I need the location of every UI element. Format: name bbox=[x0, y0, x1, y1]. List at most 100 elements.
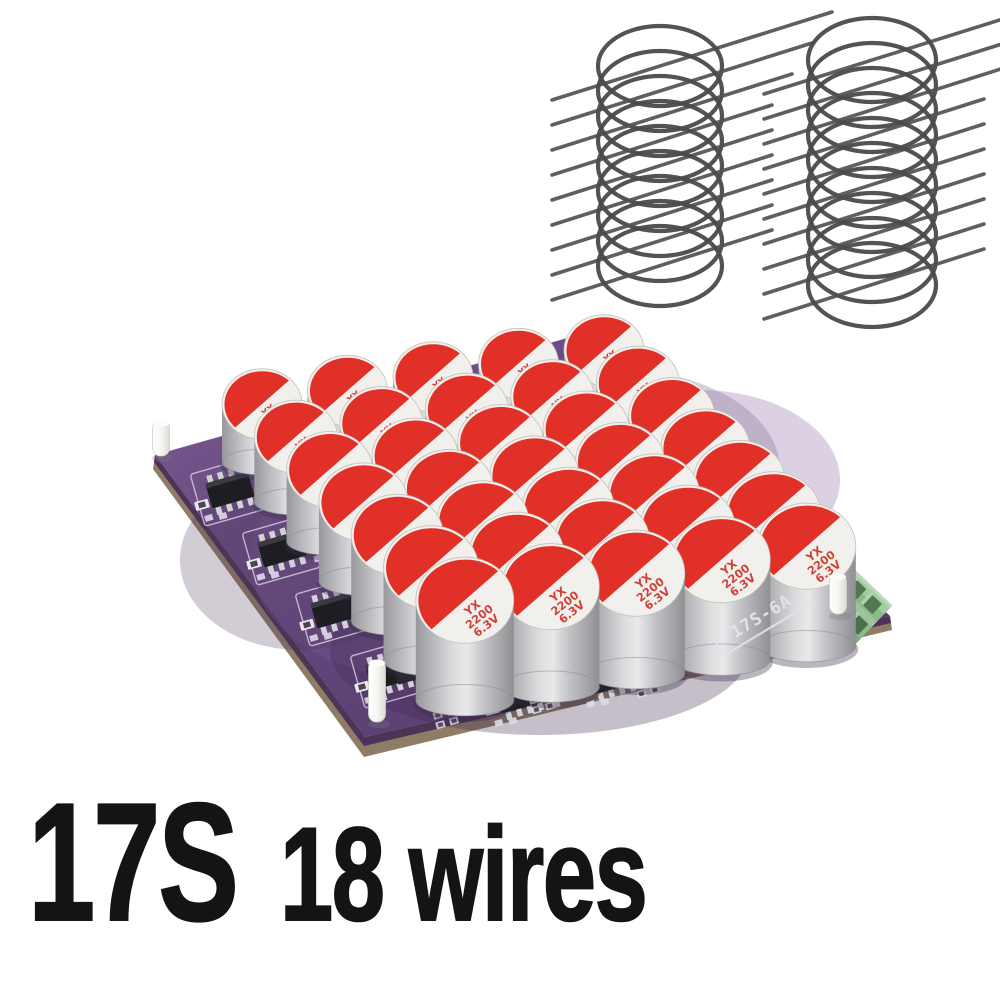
ic-pin bbox=[246, 496, 255, 506]
smd-chip bbox=[437, 722, 444, 728]
wire-loop bbox=[595, 98, 725, 184]
standoff bbox=[152, 419, 174, 462]
ic-pin bbox=[288, 558, 296, 568]
ic-pin bbox=[225, 502, 234, 512]
ic-pin bbox=[341, 619, 349, 629]
wire-bundles bbox=[550, 10, 1000, 330]
standoff-shadow bbox=[368, 720, 390, 728]
ic-pin bbox=[526, 704, 534, 714]
smd-chip bbox=[638, 691, 645, 697]
standoff-post bbox=[368, 659, 386, 723]
capacitor-stripe bbox=[256, 402, 324, 462]
wire-tail bbox=[762, 97, 986, 171]
wire-tail bbox=[550, 178, 774, 252]
wire-tail bbox=[550, 103, 774, 177]
wire-loop bbox=[595, 148, 725, 234]
capacitor-stripe bbox=[427, 375, 495, 435]
wire-loop bbox=[805, 115, 939, 205]
slot-divider bbox=[860, 591, 875, 606]
ic-highlight bbox=[310, 591, 354, 608]
capacitor-stripe bbox=[224, 371, 289, 428]
smd-chip bbox=[546, 703, 553, 709]
smd-pad bbox=[218, 511, 228, 520]
capacitor-stripe bbox=[545, 393, 616, 455]
capacitor-stripe bbox=[353, 496, 429, 563]
wire-loop bbox=[595, 48, 725, 134]
wire-tail bbox=[550, 203, 774, 277]
wire-loop bbox=[805, 140, 939, 230]
wire-tail bbox=[550, 41, 814, 127]
ic-pin bbox=[279, 527, 287, 537]
smd-chip bbox=[249, 560, 259, 568]
wire-tail bbox=[550, 72, 794, 152]
capacitor-stripe bbox=[480, 330, 546, 387]
silkscreen-line bbox=[713, 639, 725, 657]
wire-loop bbox=[805, 240, 939, 330]
capacitor-stripe bbox=[395, 344, 460, 401]
terminal-slot bbox=[863, 595, 882, 614]
capacitor-stripe bbox=[342, 389, 410, 448]
ic-pin bbox=[505, 710, 513, 720]
silkscreen-line bbox=[723, 600, 814, 657]
smd-chip bbox=[197, 501, 207, 509]
ic-pin bbox=[321, 591, 330, 601]
ic-pin bbox=[311, 594, 319, 604]
capacitor-stripe bbox=[513, 362, 581, 421]
capacitor-stripe bbox=[598, 348, 666, 408]
wire-tail bbox=[762, 147, 986, 221]
capacitor-stripe bbox=[566, 317, 631, 374]
wire-loop bbox=[595, 73, 725, 159]
smd-pad bbox=[600, 697, 610, 706]
wire-loop bbox=[805, 15, 939, 105]
capacitor-stripe bbox=[577, 424, 650, 488]
smd-pad bbox=[256, 572, 266, 581]
smd-chip bbox=[357, 683, 367, 691]
wire-loop bbox=[805, 90, 939, 180]
wire-loop bbox=[805, 165, 939, 255]
wire-tail bbox=[550, 128, 774, 202]
ic-pin bbox=[385, 684, 394, 694]
wire-loop bbox=[595, 123, 725, 209]
capacitor-stripe bbox=[386, 528, 464, 596]
capacitor-stripe bbox=[406, 451, 479, 515]
ic-highlight bbox=[205, 471, 249, 488]
capacitor-stripe bbox=[589, 532, 670, 603]
ic-pin bbox=[206, 474, 214, 484]
smd-pad bbox=[309, 633, 319, 642]
ic-pin bbox=[277, 561, 286, 571]
wire-tail bbox=[550, 228, 774, 302]
smd-pad bbox=[586, 699, 596, 708]
balancer-board: YX22006.3VYX22006.3VYX22006.3VYX22006.3V… bbox=[152, 314, 893, 757]
wires-label: 18 wires bbox=[279, 801, 648, 949]
ic-pin bbox=[607, 688, 616, 698]
smd-chip bbox=[302, 621, 312, 629]
wire-loop bbox=[805, 40, 939, 130]
wire-loop bbox=[805, 215, 939, 305]
wire-loop bbox=[595, 198, 725, 284]
ic-pin bbox=[298, 555, 307, 565]
capacitor-stripe bbox=[492, 438, 565, 502]
standoff bbox=[368, 659, 390, 728]
ic-pin bbox=[597, 691, 605, 701]
ic-pin bbox=[515, 707, 524, 717]
smd-chip bbox=[450, 718, 457, 724]
capacitor-stripe bbox=[695, 442, 771, 509]
wire-loop bbox=[595, 23, 725, 109]
caption: 17S 18 wires bbox=[27, 768, 648, 956]
wire-bundle bbox=[762, 15, 1000, 330]
smd-pad bbox=[494, 718, 504, 727]
standoff-top bbox=[153, 419, 169, 427]
standoff-shadow bbox=[152, 454, 174, 462]
wire-tail bbox=[762, 172, 986, 246]
series-label: 17S bbox=[27, 768, 239, 956]
capacitor-stripe bbox=[663, 411, 736, 475]
wire-loop bbox=[595, 223, 725, 309]
ic-pin bbox=[396, 681, 404, 691]
capacitor-stripe bbox=[631, 380, 701, 441]
capacitor-stripe bbox=[439, 483, 514, 549]
